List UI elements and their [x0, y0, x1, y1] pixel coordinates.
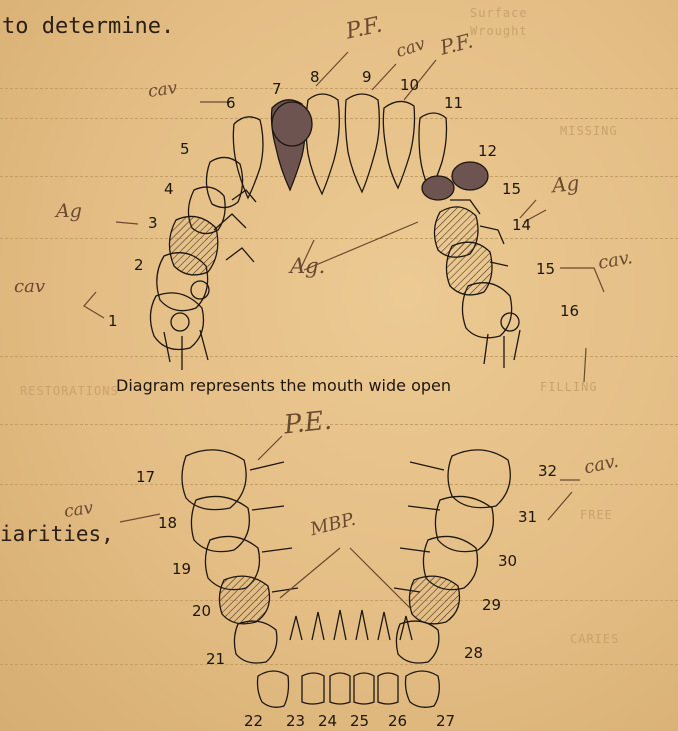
tooth-number-22: 22 — [244, 712, 263, 730]
tooth-18 — [191, 496, 249, 551]
tooth-number-5: 5 — [180, 140, 190, 158]
tooth-number-32: 32 — [538, 462, 557, 480]
tooth-number-23: 23 — [286, 712, 305, 730]
tooth-22 — [258, 671, 289, 707]
tooth-number-15a: 15 — [502, 180, 521, 198]
tooth-6 — [233, 117, 263, 198]
annotation-cav-1: cav — [14, 276, 45, 297]
tooth-number-20: 20 — [192, 602, 211, 620]
tooth-number-16: 16 — [560, 302, 579, 320]
annotation-pe: P.E. — [283, 406, 334, 441]
tooth-number-31: 31 — [518, 508, 537, 526]
annotation-cav-6: cav — [147, 78, 179, 102]
tooth-1 — [150, 293, 203, 350]
tooth-number-1: 1 — [108, 312, 118, 330]
tooth-number-8: 8 — [310, 68, 320, 86]
tooth-number-15b: 15 — [536, 260, 555, 278]
tooth-number-19: 19 — [172, 560, 191, 578]
tooth-number-9: 9 — [362, 68, 372, 86]
tooth-number-29: 29 — [482, 596, 501, 614]
tooth-3 — [169, 216, 217, 274]
annotation-ag-14: Ag — [551, 171, 581, 198]
tooth-9 — [345, 94, 379, 192]
tooth-25 — [354, 673, 374, 704]
annotation-cav-18: cav — [63, 498, 95, 522]
tooth-32 — [448, 450, 510, 508]
tooth-number-4: 4 — [164, 180, 174, 198]
tooth-24 — [330, 673, 350, 704]
tooth-15 — [446, 242, 492, 295]
tooth-21 — [234, 621, 276, 663]
upper-arch — [150, 94, 520, 370]
tooth-10 — [383, 101, 414, 188]
annotation-ag-3: Ag — [56, 200, 82, 222]
tooth-number-30: 30 — [498, 552, 517, 570]
diagram-caption: Diagram represents the mouth wide open — [116, 376, 451, 395]
tooth-number-26: 26 — [388, 712, 407, 730]
tooth-number-21: 21 — [206, 650, 225, 668]
tooth-number-3: 3 — [148, 214, 158, 232]
tooth-number-28: 28 — [464, 644, 483, 662]
tooth-number-25: 25 — [350, 712, 369, 730]
tooth-number-2: 2 — [134, 256, 144, 274]
tooth-27 — [406, 671, 440, 707]
tooth-number-11: 11 — [444, 94, 463, 112]
tooth-number-12: 12 — [478, 142, 497, 160]
tooth-number-14: 14 — [512, 216, 531, 234]
tooth-number-7: 7 — [272, 80, 282, 98]
tooth-26 — [378, 673, 398, 704]
tooth-number-18: 18 — [158, 514, 177, 532]
tooth-number-6: 6 — [226, 94, 236, 112]
tooth-number-27: 27 — [436, 712, 455, 730]
tooth-8 — [306, 94, 339, 194]
annotation-ag-center: Ag. — [290, 254, 325, 278]
tooth-20 — [219, 576, 269, 624]
tooth-number-17: 17 — [136, 468, 155, 486]
tooth-number-10: 10 — [400, 76, 419, 94]
tooth-number-24: 24 — [318, 712, 337, 730]
tooth-29 — [409, 576, 459, 624]
lower-arch — [182, 450, 510, 707]
tooth-23 — [302, 673, 324, 704]
